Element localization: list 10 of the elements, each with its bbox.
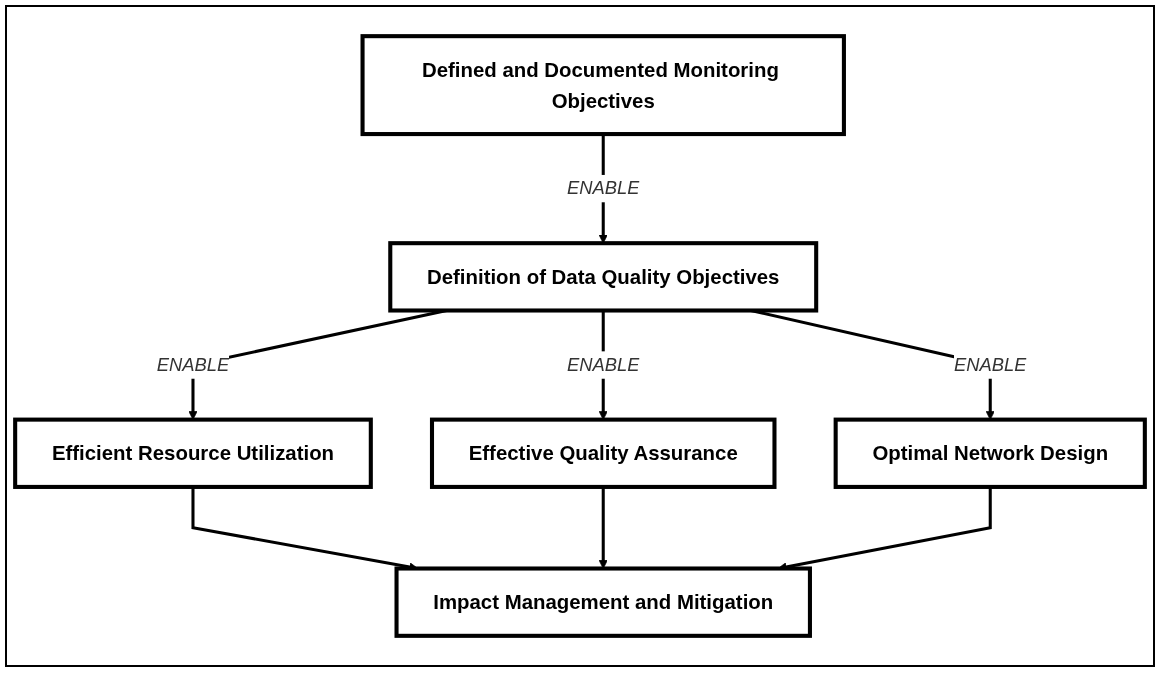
node-box: Optimal Network Design bbox=[833, 417, 1147, 489]
edge-label: ENABLE bbox=[954, 354, 1027, 375]
edge-label: ENABLE bbox=[567, 177, 640, 199]
node-box: Definition of Data Quality Objectives bbox=[388, 241, 819, 313]
node-box: Effective Quality Assurance bbox=[429, 417, 777, 489]
edge-label: ENABLE bbox=[156, 354, 230, 375]
edge-label: ENABLE bbox=[567, 354, 640, 375]
node-box: Defined and Documented Monitoring Objectives bbox=[360, 34, 846, 137]
node-box: Efficient Resource Utilization bbox=[13, 417, 373, 489]
node-box: Impact Management and Mitigation bbox=[394, 566, 812, 638]
